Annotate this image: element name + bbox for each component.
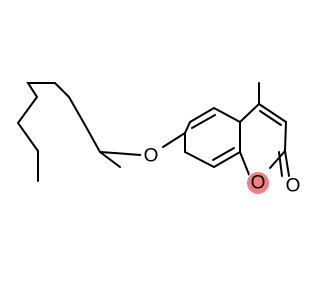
benzene-bond-2 — [189, 107, 215, 123]
carbonyl-oxygen-background — [283, 176, 300, 196]
ether-linkage — [99, 132, 186, 156]
molecule-structure: O O O — [16, 82, 300, 197]
benzene-bond-1 — [184, 121, 191, 134]
benzene-bond-2-inner — [191, 114, 216, 129]
pyranone-bond-2 — [258, 103, 287, 123]
nonyl-chain — [16, 82, 121, 182]
benzene-ring — [184, 107, 241, 168]
pyranone-bond-1 — [239, 103, 260, 123]
ether-bond-ring — [162, 132, 186, 148]
alkyl-chain-bonds — [16, 82, 121, 182]
ring-oxygen-label: O — [251, 173, 266, 194]
pyranone-bond-2-inner — [259, 110, 282, 126]
benzene-bond-3 — [213, 107, 241, 123]
ether-oxygen: O — [141, 146, 161, 167]
ring-oxygen: O — [246, 171, 270, 195]
carbonyl-oxygen: O — [283, 176, 300, 197]
pyranone-ring — [239, 103, 287, 178]
benzene-bond-6 — [184, 151, 215, 168]
ring-oxygen-highlight — [247, 172, 269, 194]
benzene-bond-5 — [213, 151, 241, 168]
pyranone-bond-3 — [284, 121, 287, 152]
ether-bond-chain — [99, 151, 142, 156]
ether-oxygen-label: O — [144, 146, 159, 167]
pyranone-bond-4 — [269, 150, 286, 169]
carbonyl-bond-inner — [278, 151, 283, 177]
pyranone-bond-5 — [239, 151, 251, 178]
carbonyl-bond-outer — [284, 150, 290, 177]
carbonyl-oxygen-label: O — [286, 176, 300, 197]
ether-oxygen-background — [141, 146, 161, 166]
benzene-bond-5-inner — [212, 147, 235, 161]
carbonyl-group — [278, 150, 290, 177]
